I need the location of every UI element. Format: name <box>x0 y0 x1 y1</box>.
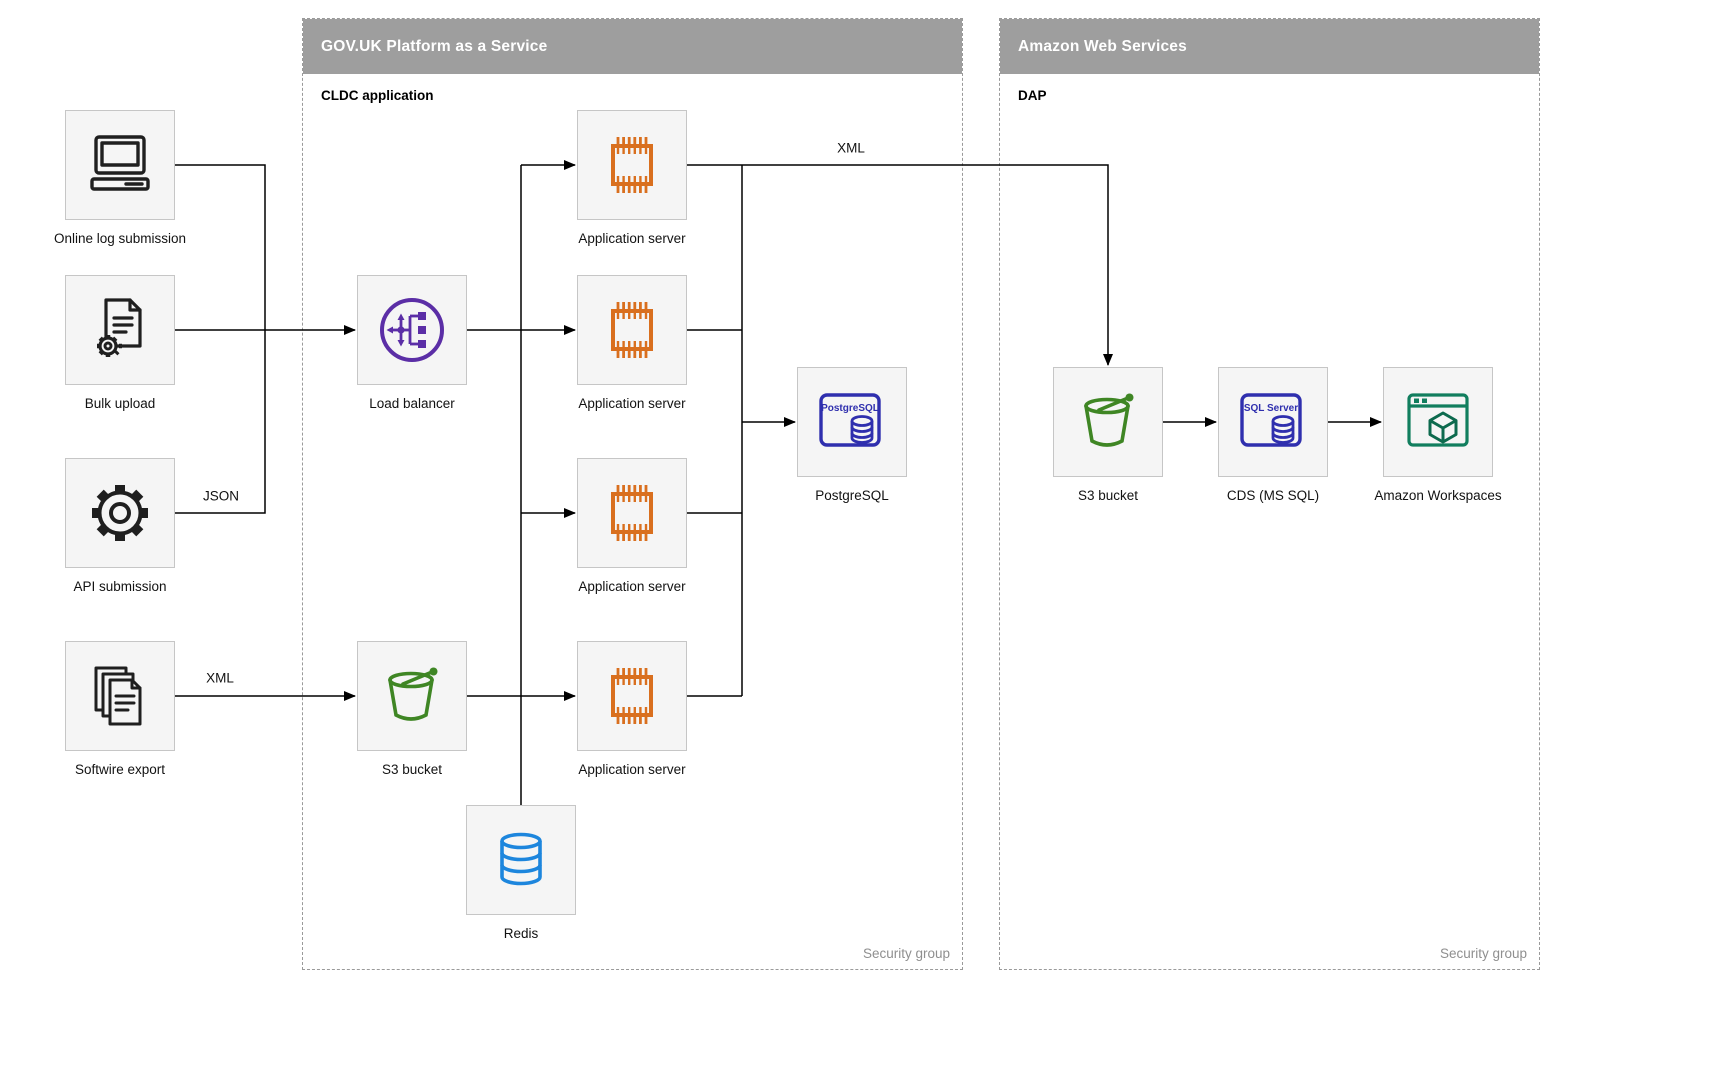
postgresql-icon: PostgreSQL <box>819 393 881 447</box>
stacked-documents-icon <box>94 666 142 726</box>
chip-icon <box>611 302 653 358</box>
workspaces-icon <box>1407 393 1469 447</box>
node-redis: Redis <box>466 805 576 941</box>
xml-softwire-edge-label: XML <box>204 670 236 686</box>
aws-title: Amazon Web Services <box>1018 37 1187 55</box>
node-s3-bucket-aws: S3 bucket <box>1053 367 1163 503</box>
node-label: Load balancer <box>369 396 455 411</box>
node-load-balancer: Load balancer <box>357 275 467 411</box>
govuk-paas-title: GOV.UK Platform as a Service <box>321 37 548 55</box>
cldc-application-label: CLDC application <box>321 88 434 103</box>
sql-server-icon: SQL Server <box>1240 393 1302 447</box>
edge-app-to-aws-s3 <box>742 164 1113 366</box>
node-api-submission: API submission <box>65 458 175 594</box>
node-postgresql: PostgreSQL PostgreSQL <box>797 367 907 503</box>
node-bulk-upload: Bulk upload <box>65 275 175 411</box>
node-amazon-workspaces: Amazon Workspaces <box>1374 367 1502 503</box>
node-label: Softwire export <box>74 762 166 777</box>
node-application-server-2: Application server <box>577 275 687 411</box>
aws-container: Amazon Web Services DAP Security group <box>999 18 1540 970</box>
node-label: Application server <box>578 396 686 411</box>
load-balancer-icon <box>380 298 444 362</box>
dap-label: DAP <box>1018 88 1047 103</box>
node-label: CDS (MS SQL) <box>1226 488 1320 503</box>
node-application-server-1: Application server <box>577 110 687 246</box>
s3-bucket-icon <box>388 667 438 721</box>
node-label: Application server <box>578 231 686 246</box>
node-label: Amazon Workspaces <box>1374 488 1502 503</box>
node-label: Online log submission <box>53 231 187 246</box>
xml-aws-edge-label: XML <box>835 140 867 156</box>
govuk-paas-container: GOV.UK Platform as a Service CLDC applic… <box>302 18 963 970</box>
computer-icon <box>90 135 150 191</box>
node-s3-bucket-govuk: S3 bucket <box>357 641 467 777</box>
document-gear-icon <box>97 298 142 357</box>
gear-icon <box>92 485 148 541</box>
node-cds-mssql: SQL Server CDS (MS SQL) <box>1218 367 1328 503</box>
node-application-server-3: Application server <box>577 458 687 594</box>
node-label: PostgreSQL <box>815 488 889 503</box>
node-softwire-export: Softwire export <box>65 641 175 777</box>
aws-header: Amazon Web Services <box>1000 19 1539 74</box>
govuk-security-group-label: Security group <box>862 946 950 961</box>
edge-api-to-junction <box>175 330 266 514</box>
postgresql-icon-text: PostgreSQL <box>821 403 879 414</box>
node-application-server-4: Application server <box>577 641 687 777</box>
chip-icon <box>611 668 653 724</box>
node-label: Application server <box>578 579 686 594</box>
chip-icon <box>611 137 653 193</box>
edge-online-log-to-junction <box>175 164 266 330</box>
database-icon <box>500 832 542 886</box>
node-label: Application server <box>578 762 686 777</box>
node-label: Redis <box>503 926 539 941</box>
node-online-log-submission: Online log submission <box>54 110 186 246</box>
node-label: S3 bucket <box>1077 488 1139 503</box>
govuk-paas-header: GOV.UK Platform as a Service <box>303 19 962 74</box>
node-label: Bulk upload <box>84 396 156 411</box>
chip-icon <box>611 485 653 541</box>
s3-bucket-icon <box>1084 393 1134 447</box>
aws-security-group-label: Security group <box>1439 946 1527 961</box>
node-label: API submission <box>73 579 167 594</box>
json-edge-label: JSON <box>200 488 242 504</box>
node-label: S3 bucket <box>381 762 443 777</box>
sql-server-icon-text: SQL Server <box>1244 403 1298 414</box>
